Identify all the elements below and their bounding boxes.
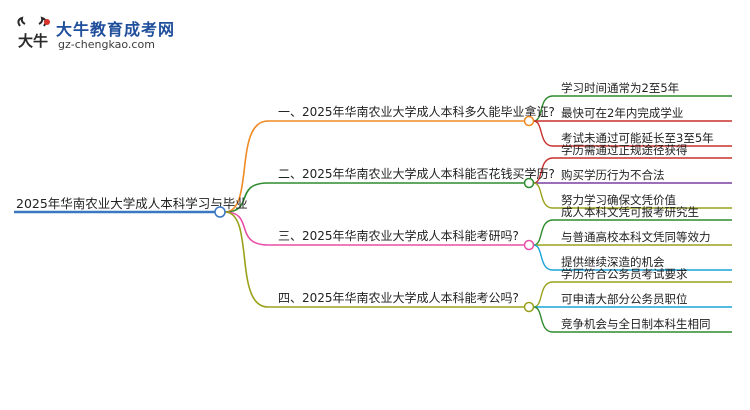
leaf-3-1-link — [533, 219, 554, 246]
leaf-2-3-link — [533, 182, 554, 209]
branch-1-link — [224, 120, 269, 213]
leaf-4-1-link — [533, 281, 554, 308]
bull-logo-icon: 大牛 — [17, 16, 50, 50]
branch-1-label[interactable]: 一、2025年华南农业大学成人本科多久能毕业拿证? — [278, 104, 555, 119]
branch-4-label[interactable]: 四、2025年华南农业大学成人本科能考公吗? — [278, 290, 519, 305]
branch-3-node-circle[interactable] — [523, 239, 535, 251]
branch-3-link — [224, 211, 269, 246]
mind-map-links — [14, 95, 732, 333]
leaf-3-2-label[interactable]: 与普通高校本科文凭同等效力 — [561, 230, 711, 244]
branch-3-label[interactable]: 三、2025年华南农业大学成人本科能考研吗? — [278, 228, 519, 243]
logo-title: 大牛教育成考网 — [56, 20, 176, 39]
logo-mark-text: 大牛 — [18, 32, 48, 50]
leaf-1-1-label[interactable]: 学习时间通常为2至5年 — [561, 81, 679, 95]
leaf-1-1-link — [533, 95, 554, 122]
branch-2-label[interactable]: 二、2025年华南农业大学成人本科能否花钱买学历? — [278, 166, 555, 181]
mind-map-nodes: 2025年华南农业大学成人本科学习与毕业 一、2025年华南农业大学成人本科多久能… — [16, 81, 714, 331]
leaf-1-3-label[interactable]: 考试未通过可能延长至3至5年 — [561, 131, 714, 145]
site-logo[interactable]: 大牛 大牛教育成考网 gz-chengkao.com — [10, 14, 180, 56]
leaf-1-2-label[interactable]: 最快可在2年内完成学业 — [561, 106, 683, 120]
leaf-2-3-label[interactable]: 努力学习确保文凭价值 — [561, 193, 676, 207]
leaf-4-3-label[interactable]: 竞争机会与全日制本科生相同 — [561, 317, 711, 331]
leaf-1-3-link — [533, 120, 554, 147]
branch-4-link — [224, 211, 269, 308]
leaf-4-2-label[interactable]: 可申请大部分公务员职位 — [561, 292, 688, 306]
leaf-4-3-link — [533, 306, 554, 333]
root-topic-label[interactable]: 2025年华南农业大学成人本科学习与毕业 — [16, 196, 248, 211]
branch-1-node-circle[interactable] — [523, 115, 535, 127]
branch-2-link — [224, 182, 269, 213]
leaf-4-1-label[interactable]: 学历符合公务员考试要求 — [561, 267, 688, 281]
root-node-circle[interactable] — [214, 206, 226, 218]
branch-4-node-circle[interactable] — [523, 301, 535, 313]
leaf-3-3-label[interactable]: 提供继续深造的机会 — [561, 255, 665, 269]
logo-url: gz-chengkao.com — [58, 38, 155, 51]
leaf-2-1-label[interactable]: 学历需通过正规途径获得 — [561, 143, 688, 157]
leaf-2-2-label[interactable]: 购买学历行为不合法 — [561, 168, 665, 182]
branch-2-node-circle[interactable] — [523, 177, 535, 189]
leaf-3-3-link — [533, 244, 554, 271]
leaf-2-1-link — [533, 157, 554, 184]
leaf-3-1-label[interactable]: 成人本科文凭可报考研究生 — [561, 205, 699, 219]
